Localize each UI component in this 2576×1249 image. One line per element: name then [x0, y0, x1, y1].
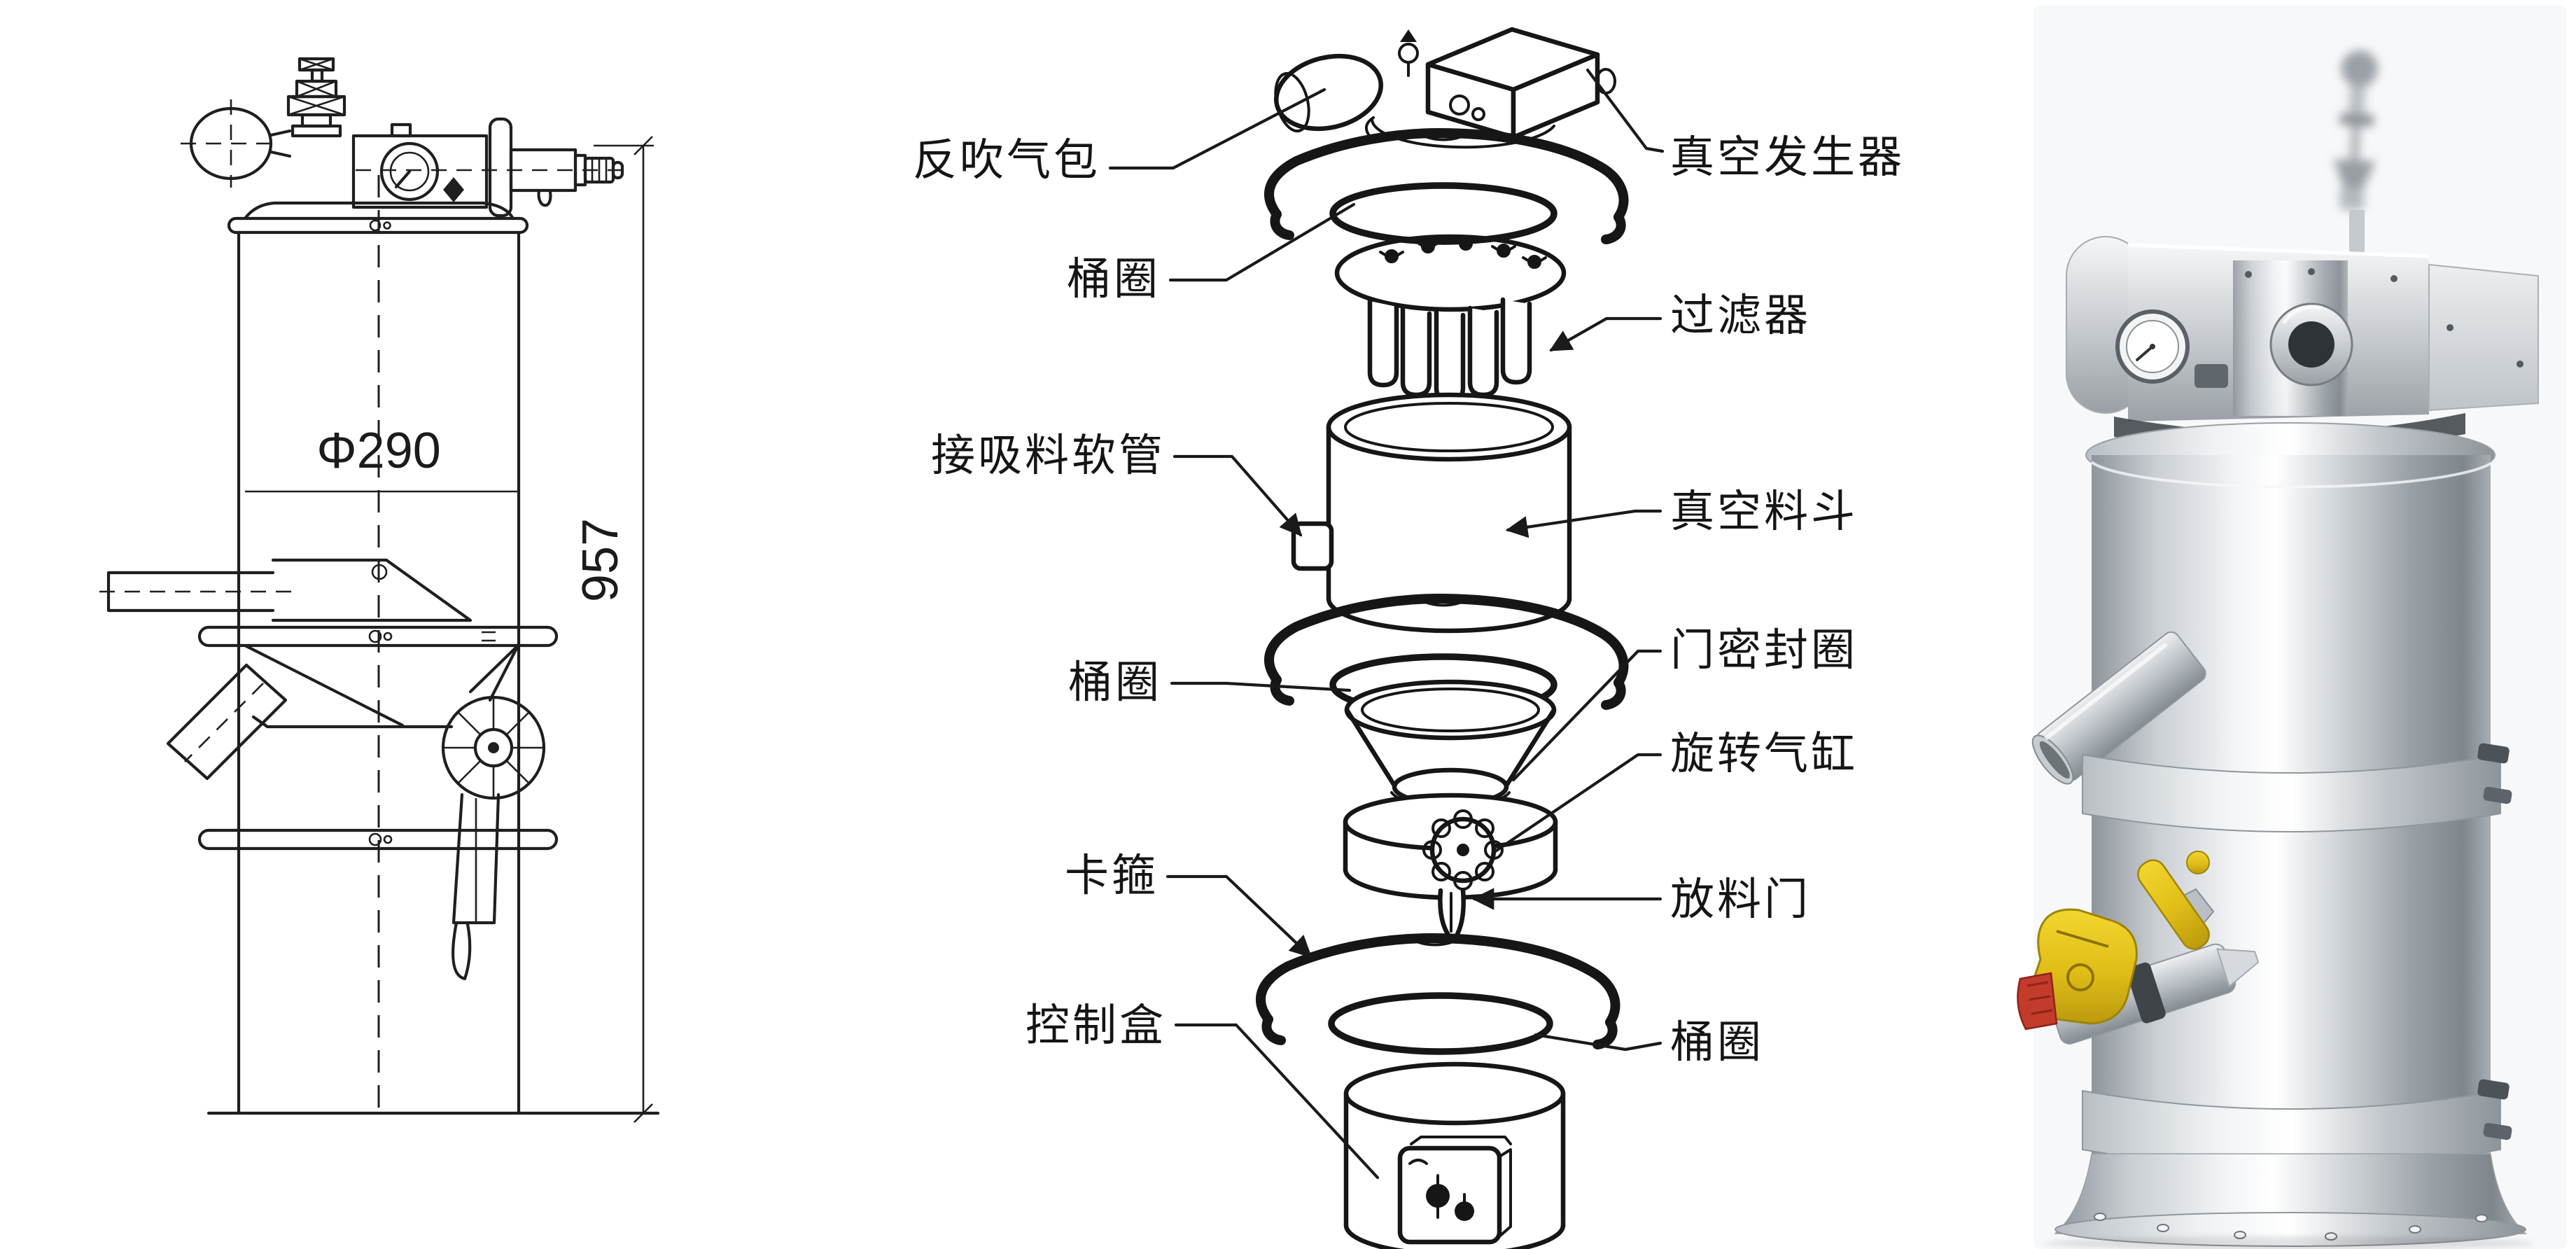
- label-air-bag: 反吹气包: [913, 136, 1100, 185]
- vacuum-hopper-part: [1291, 392, 1572, 634]
- vacuum-generator-part: [1365, 27, 1616, 149]
- filter-cartridges: [1367, 297, 1532, 403]
- hopper-inlet-stub: [1291, 521, 1334, 571]
- label-barrel-ring-1: 桶圈: [1067, 255, 1161, 304]
- diameter-value: Φ290: [316, 423, 441, 479]
- clamp-band-low: [197, 828, 559, 851]
- rotary-cylinder-part: [1422, 809, 1504, 891]
- diagram-labels: 反吹气包 桶圈 接吸料软管 桶圈 卡箍 控制盒 真空发生器 过滤器 真空料斗 门…: [913, 133, 1905, 1067]
- label-door-seal-ring: 门密封圈: [1670, 626, 1858, 675]
- filter-part: [1334, 234, 1567, 403]
- label-control-box: 控制盒: [1026, 1001, 1166, 1050]
- label-rotary-cylinder: 旋转气缸: [1670, 730, 1858, 779]
- height-dimension: 957: [573, 136, 654, 1123]
- label-discharge-door: 放料门: [1670, 875, 1811, 924]
- valve-lever: [2137, 859, 2210, 950]
- valve-stem: [2349, 210, 2365, 253]
- diameter-dimension: Φ290: [245, 423, 518, 493]
- red-knob: [2017, 972, 2058, 1031]
- label-vacuum-hopper: 真空料斗: [1670, 487, 1858, 536]
- lever-knob: [2186, 851, 2210, 874]
- air-bag-part: [1274, 53, 1383, 133]
- label-barrel-ring-2: 桶圈: [1068, 658, 1162, 707]
- label-barrel-ring-3: 桶圈: [1670, 1018, 1764, 1067]
- rotary-actuator: [441, 695, 546, 981]
- head-latch: [2194, 364, 2228, 388]
- barrel-ring-1: [1329, 182, 1558, 245]
- pressure-gauge: [2115, 309, 2190, 384]
- label-clamp: 卡箍: [1065, 851, 1158, 900]
- left-technical-drawing: Φ290: [99, 57, 660, 1123]
- ground-shadow: [2044, 1236, 2534, 1249]
- clamp-ring-3: [1261, 938, 1615, 1045]
- inlet-pipe: [2031, 631, 2206, 785]
- angled-duct: [166, 663, 288, 781]
- gauge-port-icon: [181, 99, 292, 188]
- band-clamp-2: [2082, 1079, 2512, 1168]
- generator-body: [351, 123, 489, 209]
- label-suction-hose: 接吸料软管: [931, 431, 1166, 480]
- outlet-tube: [356, 117, 631, 218]
- top-valve-blurred: [2333, 50, 2378, 211]
- relief-valve: [286, 57, 346, 138]
- barrel-ring-3: [1328, 992, 1553, 1055]
- exploded-diagram: 反吹气包 桶圈 接吸料软管 桶圈 卡箍 控制盒 真空发生器 过滤器 真空料斗 门…: [913, 27, 1905, 1249]
- head-right-plate: [2428, 263, 2539, 412]
- discharge-valve-assembly: [2017, 851, 2260, 1045]
- door-seal-cone-part: [1344, 679, 1557, 809]
- discharge-door-part: [1438, 888, 1466, 944]
- clamp-band-mid: [197, 625, 559, 648]
- leader-lines: [1108, 68, 1665, 1180]
- pipe-collar: [2126, 962, 2166, 1024]
- base-flange: [2053, 1153, 2527, 1247]
- height-value: 957: [573, 518, 629, 602]
- head-port: [2269, 302, 2353, 386]
- discharge-body-part: [1343, 793, 1558, 944]
- suction-pipe: [99, 558, 472, 622]
- control-box-part: [1343, 1061, 1566, 1249]
- head-assembly: [2066, 236, 2539, 452]
- label-vacuum-generator: 真空发生器: [1670, 133, 1905, 182]
- label-filter: 过滤器: [1670, 291, 1811, 340]
- band-clamp-1: [2082, 743, 2512, 832]
- head-screws: [2245, 268, 2524, 368]
- internal-funnel: [243, 643, 520, 729]
- product-photo: [2017, 6, 2567, 1249]
